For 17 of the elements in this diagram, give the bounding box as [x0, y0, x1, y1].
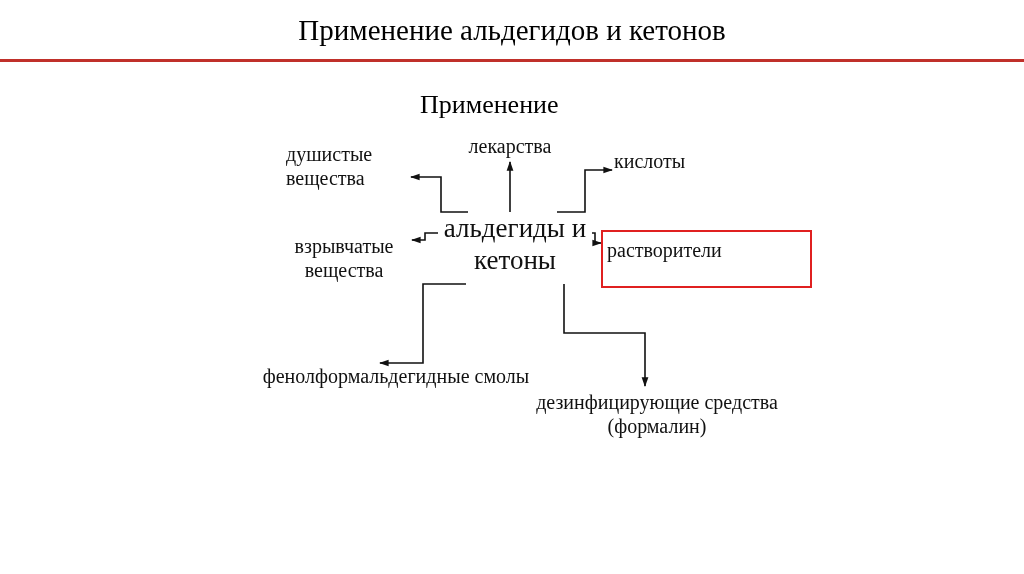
- node-label: кислоты: [614, 149, 718, 177]
- node-label: альдегиды и кетоны: [438, 212, 592, 284]
- highlight-box: [601, 230, 812, 288]
- arrow: [410, 173, 469, 213]
- node-label: душистые вещества: [286, 142, 410, 204]
- heading-label: Применение: [420, 90, 559, 120]
- node-label: лекарства: [450, 134, 570, 162]
- node-label: растворители: [607, 238, 723, 262]
- node-label: взрывчатые вещества: [276, 234, 412, 292]
- arrow: [556, 166, 613, 213]
- arrow: [379, 283, 467, 367]
- node-label: дезинфицирующие средства (формалин): [522, 390, 792, 448]
- arrow: [411, 232, 439, 244]
- arrow: [591, 232, 602, 247]
- arrow: [506, 161, 514, 213]
- slide-title: Применение альдегидов и кетонов: [297, 14, 727, 47]
- arrow: [563, 283, 649, 387]
